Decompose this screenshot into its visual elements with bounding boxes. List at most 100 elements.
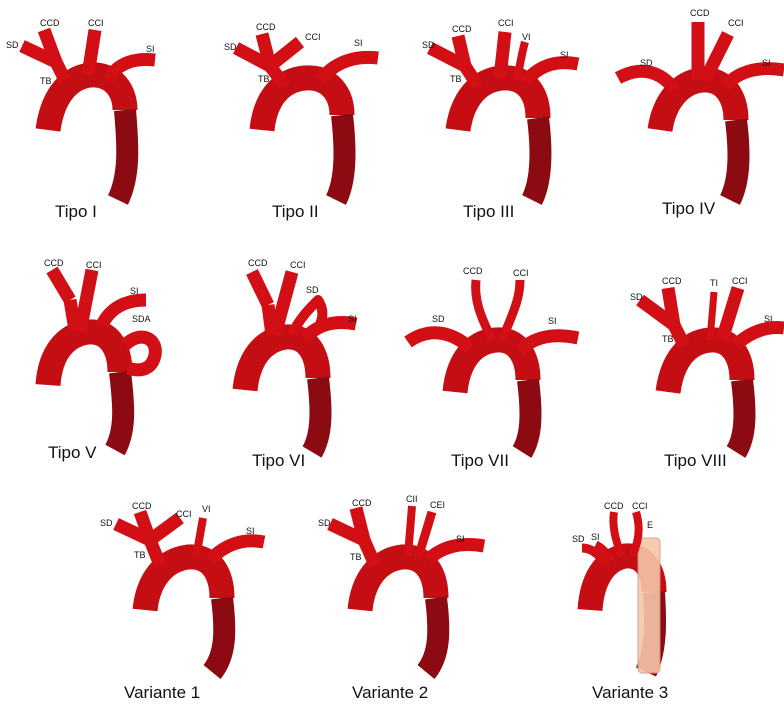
brachiocephalic-trunk bbox=[364, 540, 375, 565]
descending-aorta bbox=[336, 115, 344, 200]
left-subclavian-artery bbox=[320, 57, 378, 80]
left-subclavian-artery bbox=[725, 69, 784, 86]
right-common-carotid bbox=[458, 36, 465, 66]
label-si: SI bbox=[762, 58, 771, 68]
panel-tipo-8: SD CCD TI CCI SI TB Tipo VIII bbox=[630, 276, 784, 470]
left-subclavian-artery bbox=[210, 541, 264, 560]
label-si: SI bbox=[548, 316, 557, 326]
label-cci: CCI bbox=[632, 501, 648, 511]
label-ccd: CCD bbox=[662, 276, 682, 286]
left-subclavian-artery bbox=[305, 323, 356, 338]
label-cci: CCI bbox=[732, 276, 748, 286]
label-ccd: CCD bbox=[604, 501, 624, 511]
label-cii: CII bbox=[406, 494, 418, 504]
label-vi: VI bbox=[522, 32, 531, 42]
left-common-carotid bbox=[150, 518, 180, 540]
label-cci: CCI bbox=[290, 260, 306, 270]
label-sda: SDA bbox=[132, 314, 151, 324]
label-tb: TB bbox=[350, 552, 362, 562]
panel-tipo-1: SD CCD CCI SI TB Tipo I bbox=[6, 18, 155, 221]
caption-variante-3: Variante 3 bbox=[592, 683, 668, 702]
label-ti: TI bbox=[710, 278, 718, 288]
label-cci: CCI bbox=[86, 260, 102, 270]
left-subclavian-artery bbox=[736, 328, 784, 345]
label-sd: SD bbox=[422, 40, 435, 50]
panel-variante-2: SD CCD CII CEI SI TB Variante 2 bbox=[318, 494, 484, 702]
label-sd: SD bbox=[6, 40, 19, 50]
panel-variante-1: SD CCD CCI VI SI TB Variante 1 bbox=[100, 501, 264, 702]
panel-tipo-2: SD CCD CCI SI TB Tipo II bbox=[224, 22, 378, 221]
label-si: SI bbox=[591, 532, 600, 542]
thyroid-ima-artery bbox=[710, 292, 714, 340]
panel-tipo-7: CCD CCI SD SI Tipo VII bbox=[408, 266, 578, 470]
label-vi: VI bbox=[202, 504, 211, 514]
brachiocephalic-trunk bbox=[674, 325, 684, 345]
aortic-arch bbox=[48, 75, 125, 130]
label-cci: CCI bbox=[728, 18, 744, 28]
caption-tipo-8: Tipo VIII bbox=[664, 451, 727, 470]
label-si: SI bbox=[560, 50, 569, 60]
esophagus bbox=[638, 538, 660, 673]
label-ccd: CCD bbox=[248, 258, 268, 268]
label-ccd: CCD bbox=[256, 22, 276, 32]
right-common-carotid bbox=[476, 280, 492, 340]
left-internal-carotid bbox=[408, 506, 412, 556]
panel-tipo-4: SD CCD CCI SI Tipo IV bbox=[618, 8, 784, 218]
aortic-arch bbox=[668, 340, 742, 392]
label-cci: CCI bbox=[305, 32, 321, 42]
label-si: SI bbox=[354, 38, 363, 48]
descending-aorta bbox=[522, 380, 530, 452]
descending-aorta bbox=[212, 598, 224, 672]
label-sd: SD bbox=[630, 292, 643, 302]
label-sd: SD bbox=[572, 534, 585, 544]
aortic-arch bbox=[458, 78, 538, 130]
label-tb: TB bbox=[662, 334, 674, 344]
label-sd: SD bbox=[640, 58, 653, 68]
descending-aorta bbox=[312, 378, 320, 452]
descending-aorta bbox=[426, 598, 438, 672]
left-subclavian-artery bbox=[525, 63, 578, 82]
right-common-carotid bbox=[252, 272, 268, 305]
label-tb: TB bbox=[450, 74, 462, 84]
label-tb: TB bbox=[134, 550, 146, 560]
descending-aorta bbox=[118, 110, 127, 200]
aortic-arch bbox=[48, 332, 120, 385]
aortic-arch bbox=[262, 78, 342, 130]
label-ccd: CCD bbox=[452, 24, 472, 34]
label-ccd: CCD bbox=[352, 498, 372, 508]
label-ccd: CCD bbox=[132, 501, 152, 511]
right-common-carotid bbox=[52, 270, 70, 300]
label-si: SI bbox=[348, 314, 357, 324]
caption-variante-1: Variante 1 bbox=[124, 683, 200, 702]
caption-tipo-6: Tipo VI bbox=[252, 451, 305, 470]
label-si: SI bbox=[456, 534, 465, 544]
label-tb: TB bbox=[40, 76, 52, 86]
brachiocephalic-stem bbox=[70, 300, 75, 330]
label-ccd: CCD bbox=[690, 8, 710, 18]
label-sd: SD bbox=[306, 285, 319, 295]
label-si: SI bbox=[146, 44, 155, 54]
label-si: SI bbox=[130, 286, 139, 296]
label-ccd: CCD bbox=[44, 258, 64, 268]
panel-tipo-3: SD CCD CCI VI SI TB Tipo III bbox=[422, 18, 578, 221]
left-common-carotid bbox=[270, 42, 300, 66]
label-e: E bbox=[647, 520, 653, 530]
right-common-carotid bbox=[668, 288, 674, 325]
panel-variante-3: SD SI CCD CCI E Variante 3 bbox=[572, 501, 668, 702]
panel-tipo-5: CCD CCI SI SDA Tipo V bbox=[44, 258, 155, 462]
left-common-carotid bbox=[88, 30, 95, 75]
label-cci: CCI bbox=[498, 18, 514, 28]
label-si: SI bbox=[764, 314, 773, 324]
label-tb: TB bbox=[258, 74, 270, 84]
label-cci: CCI bbox=[176, 509, 192, 519]
descending-aorta bbox=[532, 118, 540, 200]
caption-variante-2: Variante 2 bbox=[352, 683, 428, 702]
label-si: SI bbox=[246, 526, 255, 536]
panel-tipo-6: CCD CCI SD SI Tipo VI bbox=[245, 258, 357, 470]
left-subclavian-artery bbox=[520, 336, 578, 350]
label-cci: CCI bbox=[88, 18, 104, 28]
caption-tipo-7: Tipo VII bbox=[451, 451, 509, 470]
label-sd: SD bbox=[432, 314, 445, 324]
